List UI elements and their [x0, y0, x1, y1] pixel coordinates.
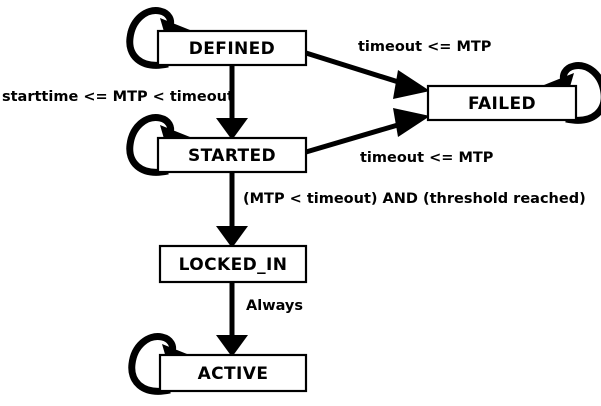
state-label-active: ACTIVE: [198, 364, 269, 384]
started-self-loop-path: [126, 114, 175, 176]
defined-to-started-arrowhead: [216, 118, 248, 140]
failed-self-loop-path: [559, 62, 601, 124]
started-to-failed-line: [305, 119, 409, 155]
started-to-failed-arrowhead: [393, 108, 430, 137]
state-label-failed: FAILED: [468, 94, 536, 114]
defined-to-failed-arrowhead: [393, 70, 430, 99]
edge-label-started-to-locked-in: (MTP < timeout) AND (threshold reached): [243, 191, 586, 207]
defined-to-failed-line: [305, 50, 409, 88]
edge-label-defined-to-started: starttime <= MTP < timeout: [2, 89, 234, 105]
state-label-locked-in: LOCKED_IN: [179, 255, 288, 275]
state-box-started[interactable]: [156, 136, 308, 174]
started-to-locked-in-arrowhead: [216, 226, 248, 248]
transition-locked-in-to-active: [216, 282, 248, 357]
state-node-active[interactable]: ACTIVE: [158, 353, 308, 393]
edge-label-defined-to-failed: timeout <= MTP: [358, 39, 492, 55]
state-node-started[interactable]: STARTED: [156, 136, 308, 174]
state-box-locked-in[interactable]: [158, 244, 308, 284]
state-box-failed[interactable]: [426, 84, 578, 122]
state-box-defined[interactable]: [156, 29, 308, 67]
state-label-started: STARTED: [188, 146, 276, 166]
state-node-failed[interactable]: FAILED: [426, 84, 578, 122]
state-node-locked-in[interactable]: LOCKED_IN: [158, 244, 308, 284]
transition-defined-to-failed: [305, 50, 430, 99]
state-box-active[interactable]: [158, 353, 308, 393]
state-node-defined[interactable]: DEFINED: [156, 29, 308, 67]
state-label-defined: DEFINED: [189, 39, 275, 59]
transition-defined-to-started: [216, 65, 248, 140]
active-self-loop-path: [128, 333, 177, 395]
defined-self-loop-path: [126, 7, 175, 69]
transition-started-to-failed: [305, 108, 430, 155]
edge-label-locked-in-to-active: Always: [246, 298, 303, 314]
locked-in-to-active-arrowhead: [216, 335, 248, 357]
edge-label-started-to-failed: timeout <= MTP: [360, 150, 494, 166]
transition-started-to-locked-in: [216, 172, 248, 248]
